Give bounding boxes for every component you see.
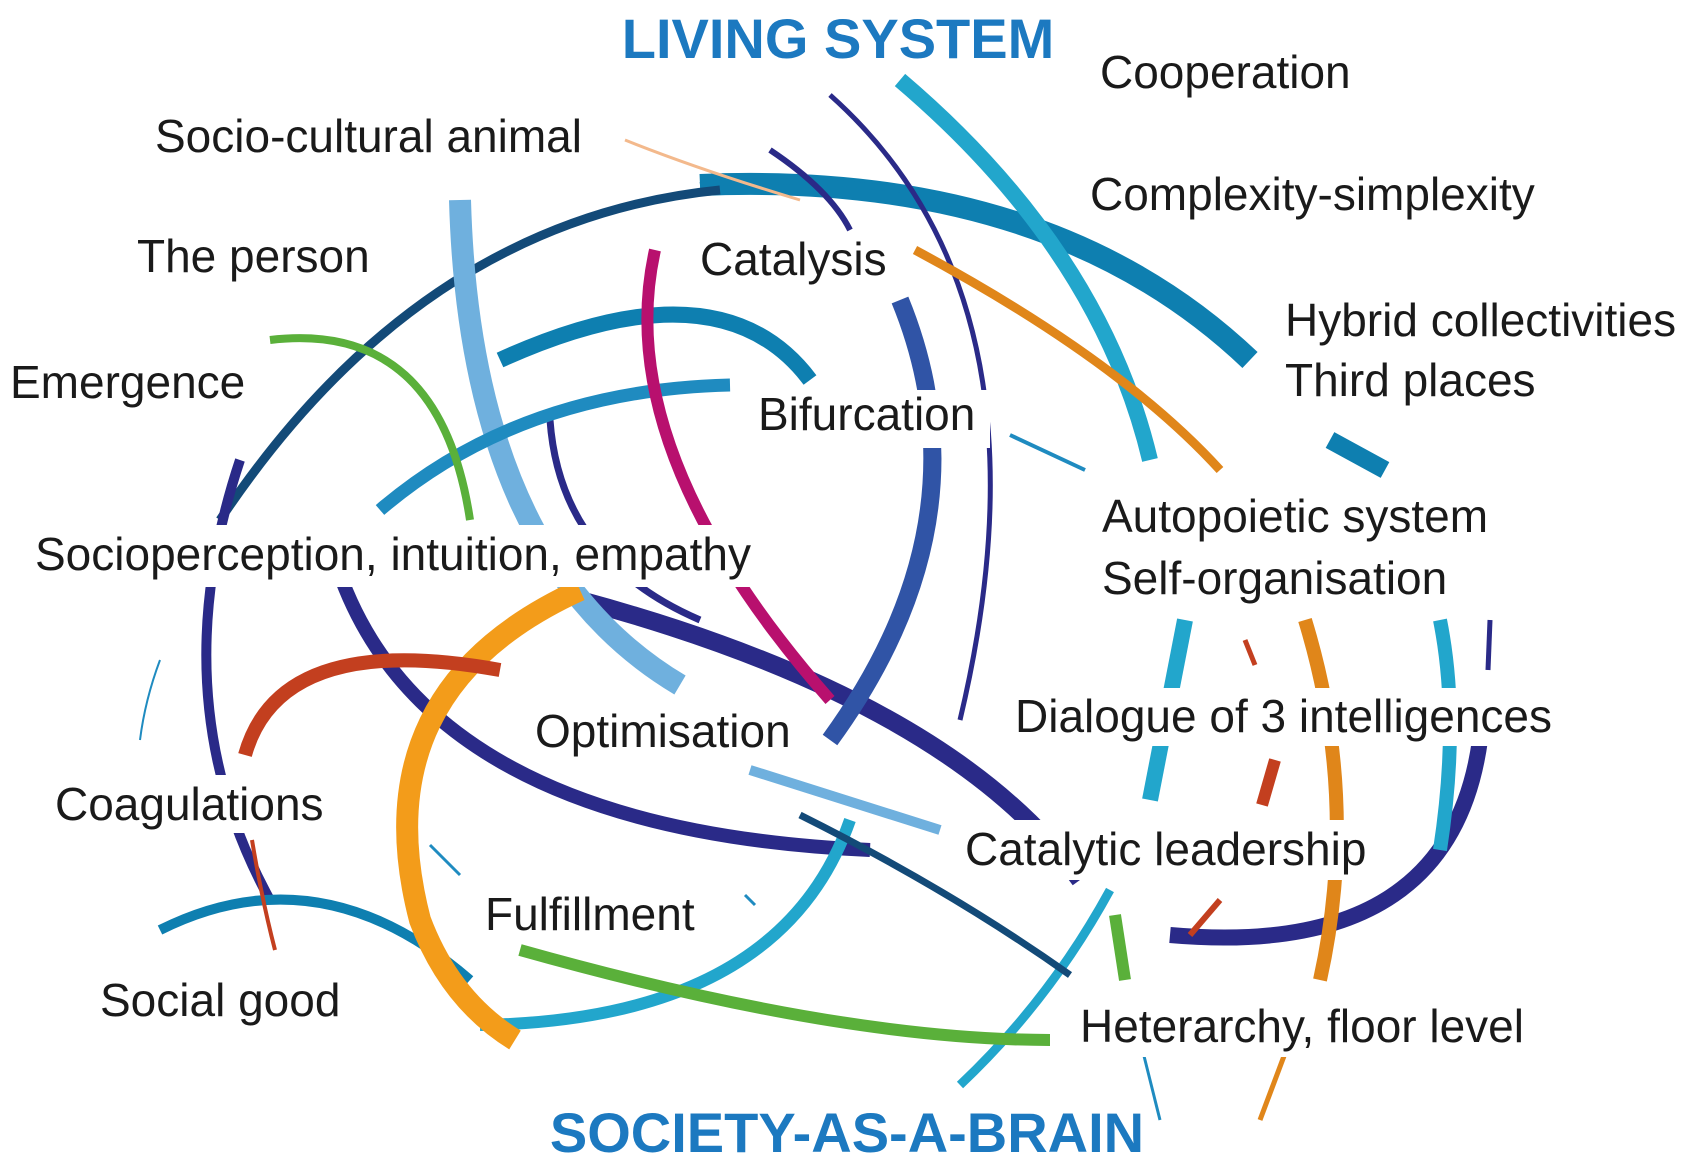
label-self-organisation: Self-organisation xyxy=(1102,552,1447,604)
arc-teal-outer xyxy=(699,172,1258,368)
arc-navy-heterarchy xyxy=(798,811,1073,978)
label-hybrid-collectivities: Hybrid collectivities xyxy=(1285,294,1676,346)
arc-cyan-lower xyxy=(479,818,856,1031)
arc-thin-blue-left xyxy=(139,659,161,741)
arc-red-coag-thin xyxy=(250,839,277,951)
arc-purple-top-long xyxy=(828,93,993,721)
label-fulfillment: Fulfillment xyxy=(485,888,695,940)
heading-living-system: LIVING SYSTEM xyxy=(622,7,1055,70)
arc-red-right-small xyxy=(1187,898,1223,937)
arc-green-fulfillment xyxy=(518,944,1051,1046)
heading-society-as-a-brain: SOCIETY-AS-A-BRAIN xyxy=(550,1101,1144,1161)
arc-magenta xyxy=(641,248,835,704)
label-catalytic-leadership: Catalytic leadership xyxy=(965,823,1366,875)
label-third-places: Third places xyxy=(1285,354,1536,406)
label-coagulations: Coagulations xyxy=(55,778,324,830)
arc-purple-left-vertical xyxy=(201,458,275,903)
arc-thin-blue-fulfill xyxy=(428,843,462,877)
label-socioperception: Socioperception, intuition, empathy xyxy=(35,528,751,580)
label-social-good: Social good xyxy=(100,974,340,1026)
label-the-person: The person xyxy=(137,230,370,282)
label-optimisation: Optimisation xyxy=(535,705,791,757)
arc-layer xyxy=(139,73,1493,1121)
arc-orange-right xyxy=(1298,617,1344,982)
label-cooperation: Cooperation xyxy=(1100,46,1351,98)
arc-blue-short xyxy=(1009,433,1086,472)
arc-blue-hybrid xyxy=(1325,432,1390,478)
arc-red-tiny xyxy=(1242,639,1258,666)
arc-red-coagulations xyxy=(238,653,502,757)
arc-purple-right-hook xyxy=(1169,738,1488,946)
label-heterarchy-floor-level: Heterarchy, floor level xyxy=(1080,1000,1524,1052)
label-complexity-simplexity: Complexity-simplexity xyxy=(1090,168,1535,220)
label-dialogue-of-3-intelligences: Dialogue of 3 intelligences xyxy=(1015,690,1552,742)
arc-orange-large xyxy=(396,579,585,1050)
arc-orange-catalysis xyxy=(912,246,1224,474)
arc-peach-socio xyxy=(624,138,801,202)
arc-blue-bifurcation xyxy=(375,378,731,515)
label-emergence: Emergence xyxy=(10,356,245,408)
arc-green-emergence xyxy=(269,334,474,521)
arc-purple-right-thin xyxy=(1485,619,1493,671)
arc-lightblue-long xyxy=(449,199,686,695)
arc-purple-small-top xyxy=(768,147,853,232)
arc-green-small xyxy=(1109,914,1131,981)
label-socio-cultural-animal: Socio-cultural animal xyxy=(155,110,582,162)
label-backgrounds xyxy=(5,0,1707,1161)
arc-thin-blue-small xyxy=(743,893,757,907)
arc-cyan-heterarchy xyxy=(956,887,1114,1089)
label-catalysis: Catalysis xyxy=(700,233,887,285)
arc-red-right xyxy=(1256,758,1281,807)
arc-navy-big-left xyxy=(216,185,721,523)
label-autopoietic-system: Autopoietic system xyxy=(1102,490,1488,542)
arc-cobalt-bifurcation xyxy=(822,296,942,746)
arc-cyan-top-right xyxy=(894,73,1158,462)
arc-purple-bottom xyxy=(328,557,871,857)
arc-lightblue-lower xyxy=(748,765,942,835)
arc-blue-top-mid xyxy=(496,306,817,385)
label-bifurcation: Bifurcation xyxy=(758,388,975,440)
arc-teal-outer-tail xyxy=(699,178,901,193)
